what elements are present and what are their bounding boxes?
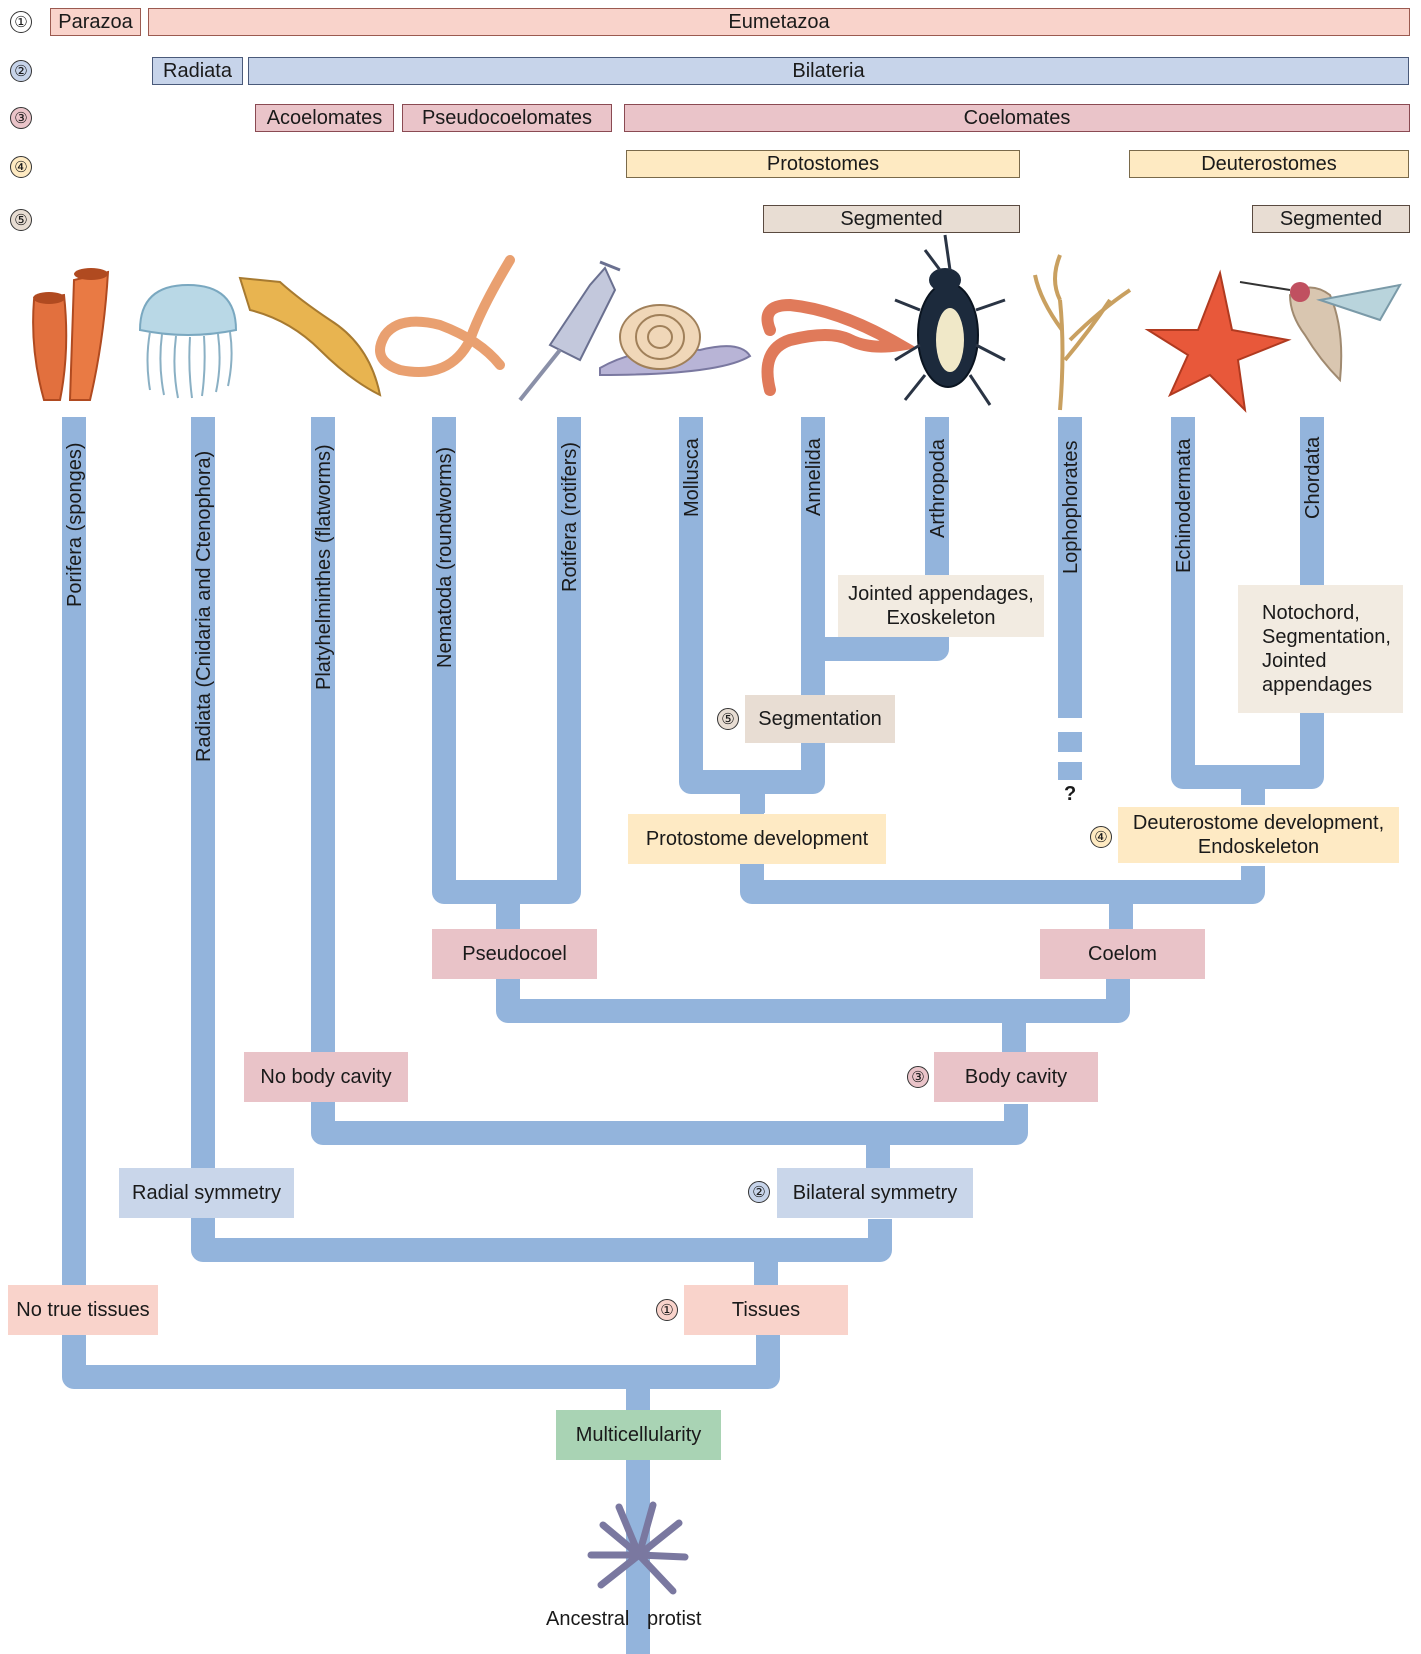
taxon-echinodermata: Echinodermata (1173, 438, 1196, 573)
flatworm-illustration (240, 278, 380, 395)
taxon-radiata: Radiata (Cnidaria and Ctenophora) (193, 451, 216, 762)
trait-chordate-features: Notochord, Segmentation, Jointed appenda… (1238, 585, 1403, 713)
starfish-illustration (1148, 273, 1288, 410)
taxon-platyhelminthes: Platyhelminthes (flatworms) (313, 444, 336, 690)
snail-illustration (600, 305, 750, 375)
trait-segmentation: Segmentation (745, 695, 895, 743)
trait-bilateral-symmetry: Bilateral symmetry (777, 1168, 973, 1218)
jellyfish-illustration (140, 285, 236, 398)
marker-5-segmentation: ⑤ (717, 708, 739, 730)
roundworm-illustration (380, 260, 510, 372)
trait-pseudocoel: Pseudocoel (432, 929, 597, 979)
taxon-chordata: Chordata (1302, 437, 1325, 519)
taxon-porifera: Porifera (sponges) (64, 442, 87, 607)
trait-body-cavity: Body cavity (934, 1052, 1098, 1102)
marker-4-deuterostome: ④ (1090, 826, 1112, 848)
branch-platyhelminthes (323, 417, 1016, 1133)
trait-no-true-tissues: No true tissues (8, 1285, 158, 1335)
taxon-annelida: Annelida (803, 438, 826, 516)
trait-deuterostome-development: Deuterostome development, Endoskeleton (1118, 807, 1399, 863)
taxon-lophophorates: Lophophorates (1060, 441, 1083, 574)
trait-no-body-cavity: No body cavity (244, 1052, 408, 1102)
taxon-rotifera: Rotifera (rotifers) (559, 442, 582, 592)
trait-tissues: Tissues (684, 1285, 848, 1335)
trait-coelom: Coelom (1040, 929, 1205, 979)
trait-multicellularity: Multicellularity (556, 1410, 721, 1460)
marker-3-body-cavity: ③ (907, 1066, 929, 1088)
trait-deuterostome-line-2: Endoskeleton (1198, 835, 1319, 859)
marker-2-bilateral: ② (748, 1181, 770, 1203)
hummingbird-illustration (1240, 282, 1400, 380)
trait-radial-symmetry: Radial symmetry (119, 1168, 294, 1218)
lophophorate-uncertain-mark: ? (1064, 783, 1076, 806)
taxon-nematoda: Nematoda (roundworms) (434, 447, 457, 668)
branch-pseudocoel-coelom (508, 892, 1118, 1011)
branch-porifera (74, 417, 768, 1377)
ancestral-protist-illustration (573, 1495, 713, 1615)
trait-arthropod-features: Jointed appendages, Exoskeleton (838, 575, 1044, 637)
ancestor-label-left: Ancestral (546, 1608, 629, 1631)
branch-nematoda-rotifera (444, 417, 569, 892)
earthworm-illustration (768, 305, 901, 390)
trait-deuterostome-line-1: Deuterostome development, (1133, 811, 1384, 835)
trait-chordate-line-2: Segmentation, (1262, 625, 1391, 649)
beetle-illustration (895, 235, 1005, 405)
rotifer-illustration (520, 262, 620, 400)
trait-chordate-line-4: appendages (1262, 673, 1372, 697)
taxon-arthropoda: Arthropoda (927, 439, 950, 538)
trait-chordate-line-1: Notochord, (1262, 601, 1360, 625)
trait-chordate-line-3: Jointed (1262, 649, 1327, 673)
taxon-mollusca: Mollusca (681, 438, 704, 517)
trait-protostome-development: Protostome development (628, 814, 886, 864)
organism-illustrations (0, 0, 1421, 420)
lophophorate-illustration (1035, 255, 1130, 410)
trait-arthropod-line-1: Jointed appendages, (848, 582, 1034, 606)
ancestor-label-right: protist (647, 1608, 701, 1631)
trait-arthropod-line-2: Exoskeleton (887, 606, 996, 630)
marker-1-tissues: ① (656, 1299, 678, 1321)
sponge-illustration (33, 268, 108, 400)
